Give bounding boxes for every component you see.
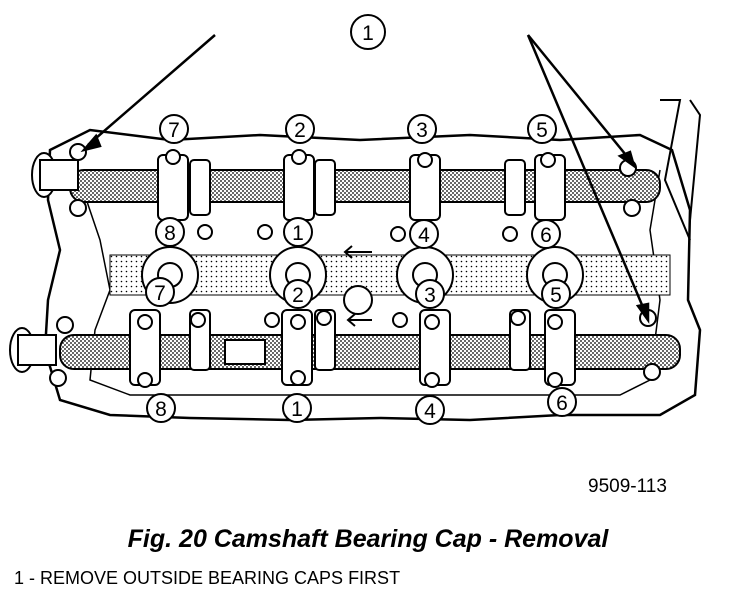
- callout-label: 1: [291, 398, 303, 421]
- lower-camshaft: [9, 327, 681, 373]
- bearing-caps-lower: [129, 309, 576, 386]
- callout-label: 1: [292, 222, 304, 245]
- callout-label: 8: [164, 222, 176, 245]
- callout-top-label: 1: [362, 22, 374, 45]
- callout-top: 1: [350, 14, 386, 50]
- callout-label: 7: [154, 282, 166, 305]
- callout-row-2: 8 1 4 6: [155, 217, 561, 249]
- callout-row-1: 7 2 3 5: [159, 114, 557, 144]
- callout-label: 3: [424, 284, 436, 307]
- legend-item-1: 1 - REMOVE OUTSIDE BEARING CAPS FIRST: [14, 568, 401, 588]
- direction-arrows: [343, 245, 372, 327]
- callout-arrows: [80, 34, 650, 324]
- camshaft-illustration: 1 7 2 3 5 8 1 4 6 7 2 3 5 8 1 4: [9, 14, 702, 425]
- callout-label: 4: [424, 400, 436, 423]
- callout-label: 3: [416, 119, 428, 142]
- callout-label: 5: [536, 119, 548, 142]
- callout-label: 6: [540, 224, 552, 247]
- figure-caption: Fig. 20 Camshaft Bearing Cap - Removal: [127, 525, 609, 553]
- figure-code: 9509-113: [588, 476, 667, 497]
- callout-label: 5: [550, 284, 562, 307]
- callout-label: 6: [556, 392, 568, 415]
- callout-label: 2: [294, 119, 306, 142]
- callout-row-4: 8 1 4 6: [146, 387, 577, 425]
- callout-label: 4: [418, 224, 430, 247]
- callout-label: 7: [168, 119, 180, 142]
- callout-label: 2: [292, 284, 304, 307]
- callout-row-3: 7 2 3 5: [145, 277, 571, 309]
- cap-bolts: [49, 143, 661, 388]
- bearing-caps-upper: [157, 154, 566, 221]
- callout-label: 8: [155, 398, 167, 421]
